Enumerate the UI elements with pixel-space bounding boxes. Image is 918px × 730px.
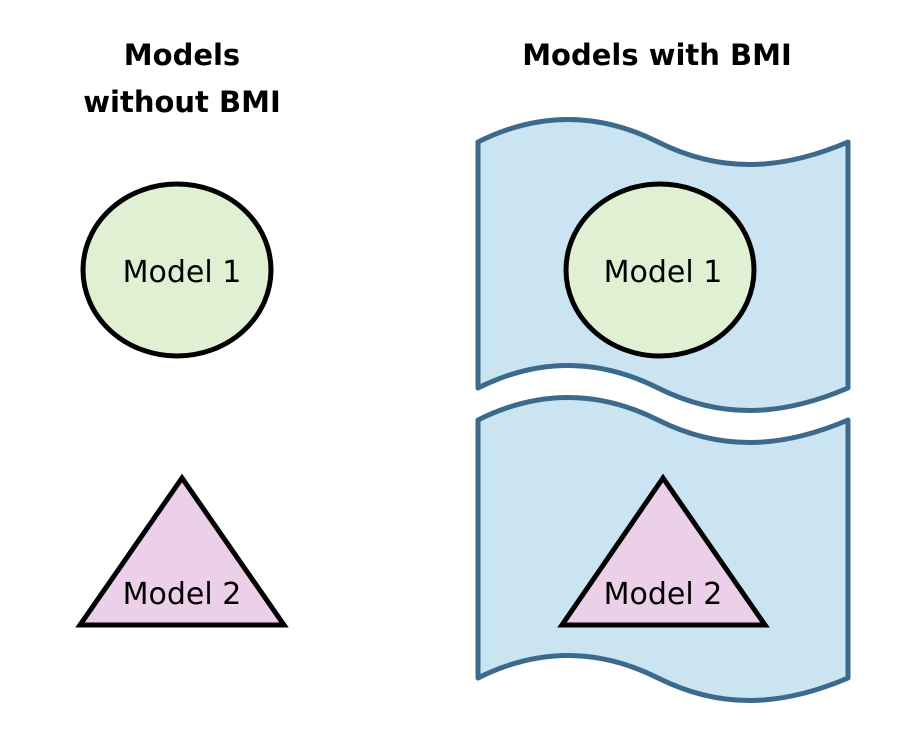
model-2-triangle-left (75, 473, 289, 628)
model-2-triangle-right (557, 473, 770, 628)
model-1-circle-left (80, 181, 274, 359)
model-2-label-right: Model 2 (604, 577, 723, 612)
model-1-label-right: Model 1 (604, 255, 723, 290)
left-heading-line2: without BMI (83, 85, 281, 119)
model-1-circle-right (563, 181, 757, 359)
right-heading: Models with BMI (522, 38, 792, 72)
model-1-label-left: Model 1 (123, 255, 242, 290)
model-2-label-left: Model 2 (123, 577, 242, 612)
left-heading-line1: Models (124, 38, 240, 72)
